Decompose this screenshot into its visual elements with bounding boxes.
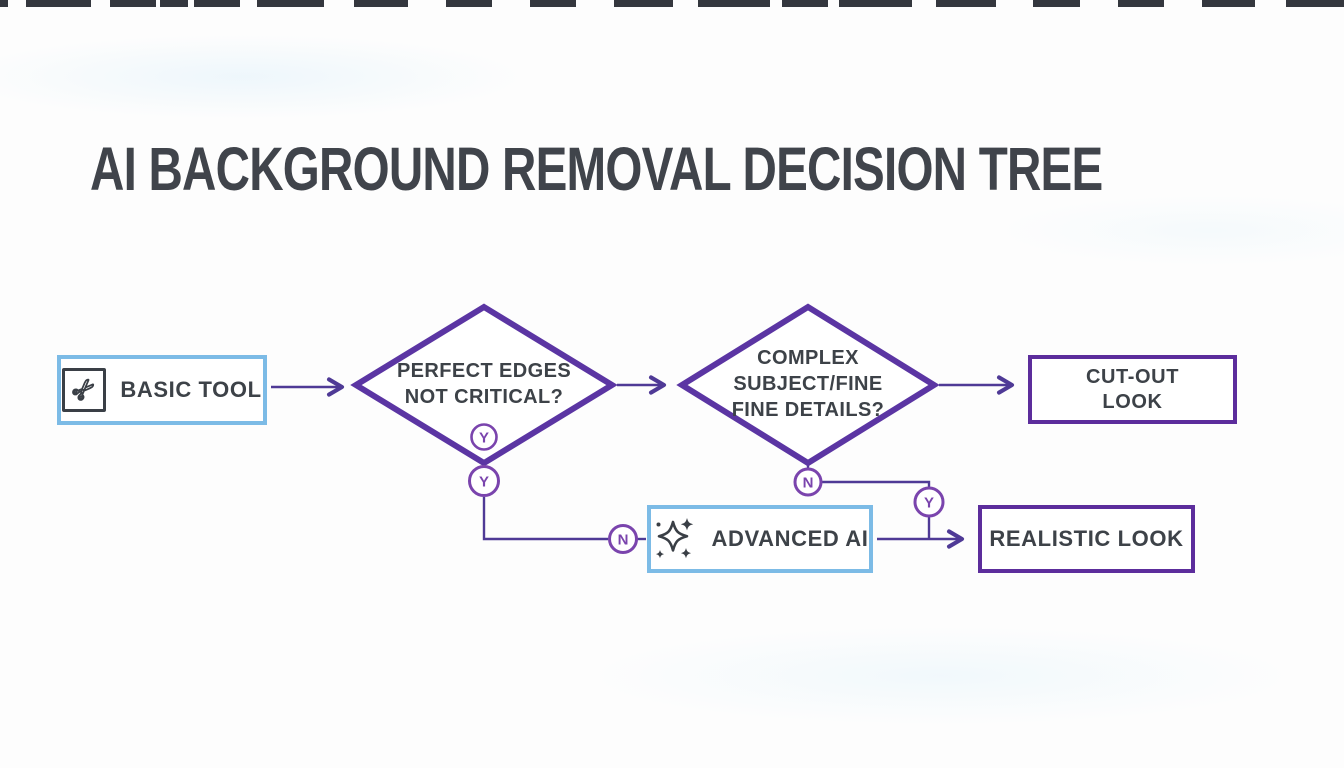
page-title: AI BACKGROUND REMOVAL DECISION TREE — [90, 135, 1103, 203]
svg-text:Y: Y — [479, 430, 489, 447]
node-label-realistic-look: REALISTIC LOOK — [989, 526, 1184, 552]
connector-diamond1-no-branch — [482, 497, 608, 541]
branch-badge-yes-inner: Y — [470, 423, 498, 451]
node-label-advanced-ai: ADVANCED AI — [711, 526, 869, 552]
svg-text:Y: Y — [479, 474, 489, 491]
connector-no-to-yes-elbow — [821, 480, 931, 487]
branch-badge-no-left: N — [608, 524, 638, 554]
scissors-icon: ✄ — [62, 368, 107, 412]
branch-badge-yes-right: Y — [913, 486, 945, 518]
node-label-cut-out-look: CUT-OUT LOOK — [1085, 365, 1180, 413]
diamond-label-perfect-edges: PERFECT EDGES NOT CRITICAL? — [396, 360, 572, 408]
svg-text:N: N — [618, 532, 629, 549]
node-cut-out-look: CUT-OUT LOOK — [1028, 355, 1237, 424]
node-basic-tool: ✄ BASIC TOOL — [57, 355, 267, 425]
branch-badge-yes-below: Y — [468, 465, 500, 497]
diamond-perfect-edges — [350, 303, 618, 467]
sparkles-icon — [655, 518, 693, 559]
node-advanced-ai: ADVANCED AI — [647, 505, 873, 573]
top-crop-artifact — [0, 0, 1344, 7]
svg-text:N: N — [803, 475, 814, 492]
svg-text:Y: Y — [924, 495, 934, 512]
node-realistic-look: REALISTIC LOOK — [978, 505, 1195, 573]
branch-badge-no-bottom: N — [793, 467, 823, 497]
diamond-complex-subject — [676, 303, 940, 467]
node-label-basic-tool: BASIC TOOL — [120, 377, 262, 403]
diamond-label-complex-subject: COMPLEX SUBJECT/FINE FINE DETAILS? — [731, 347, 885, 421]
